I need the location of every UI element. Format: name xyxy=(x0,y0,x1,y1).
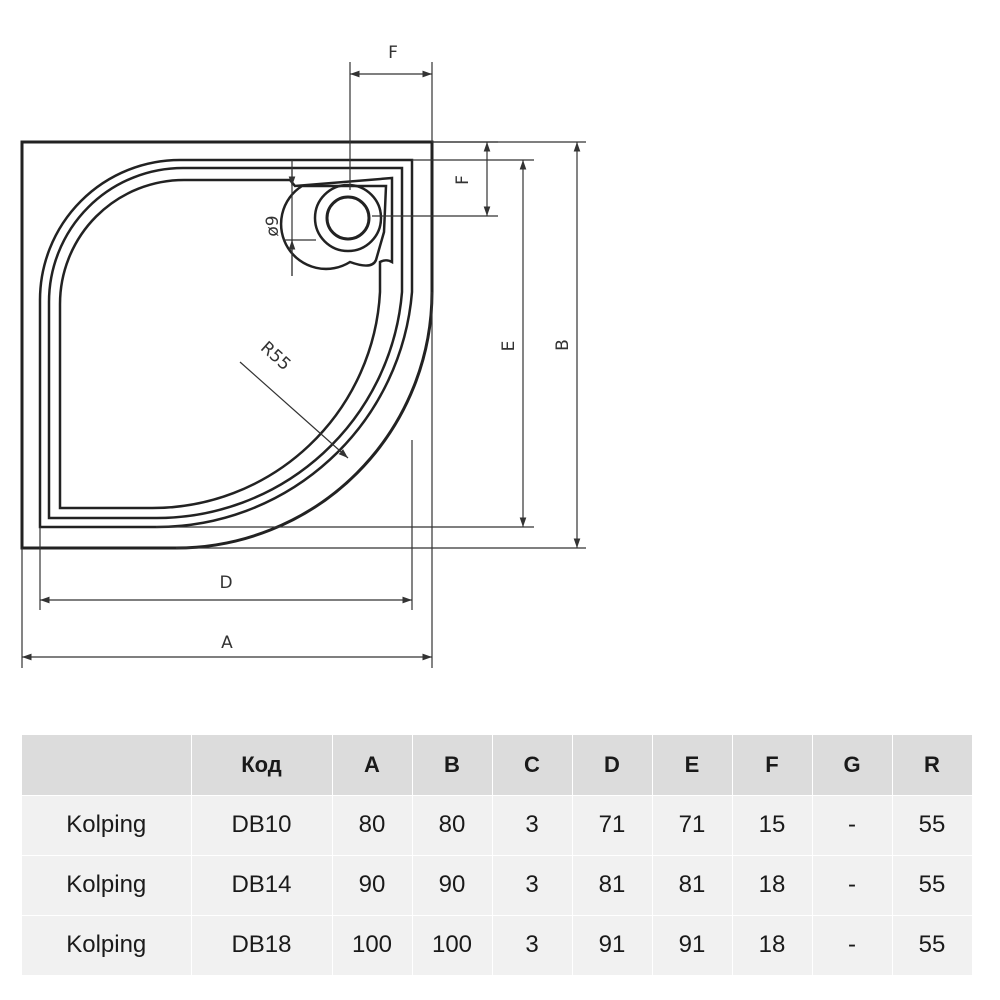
table-cell: 3 xyxy=(492,795,573,855)
table-cell: 81 xyxy=(572,855,653,915)
table-cell: 15 xyxy=(732,795,813,855)
table-cell: 55 xyxy=(892,795,973,855)
a-label: A xyxy=(221,633,233,653)
drain-recess xyxy=(279,184,388,271)
table-cell: 80 xyxy=(412,795,493,855)
table-cell: Kolping xyxy=(22,915,192,975)
table-cell: 18 xyxy=(732,915,813,975)
f-top-label: F xyxy=(388,43,398,63)
table-cell: 55 xyxy=(892,915,973,975)
table-cell: 3 xyxy=(492,915,573,975)
table-cell: - xyxy=(812,855,893,915)
table-cell: 100 xyxy=(332,915,413,975)
e-column-header: E xyxy=(652,735,733,795)
table-cell: 91 xyxy=(652,915,733,975)
model-column-header xyxy=(22,735,192,795)
tray-outer-outline xyxy=(20,140,434,550)
table-cell: 90 xyxy=(412,855,493,915)
drain-diameter-label: ø9 xyxy=(263,215,283,236)
table-cell: 90 xyxy=(332,855,413,915)
basin-outline-middle xyxy=(47,166,404,520)
radius-label: R55 xyxy=(256,338,294,375)
a-column-header: A xyxy=(332,735,413,795)
d-label: D xyxy=(219,573,232,593)
table-cell: 100 xyxy=(412,915,493,975)
table-cell: DB10 xyxy=(191,795,333,855)
r-column-header: R xyxy=(892,735,973,795)
table-cell: DB18 xyxy=(191,915,333,975)
b-column-header: B xyxy=(412,735,493,795)
table-cell: 71 xyxy=(652,795,733,855)
d-column-header: D xyxy=(572,735,653,795)
table-cell: 80 xyxy=(332,795,413,855)
table-cell: 18 xyxy=(732,855,813,915)
table-cell: Kolping xyxy=(22,795,192,855)
f-right-label: F xyxy=(453,175,473,185)
table-cell: DB14 xyxy=(191,855,333,915)
table-cell: Kolping xyxy=(22,855,192,915)
e-label: E xyxy=(499,341,519,352)
table-cell: 3 xyxy=(492,855,573,915)
g-column-header: G xyxy=(812,735,893,795)
c-column-header: C xyxy=(492,735,573,795)
table-cell: - xyxy=(812,915,893,975)
drain-hole xyxy=(325,195,371,241)
table-cell: - xyxy=(812,795,893,855)
radius-dim-line xyxy=(239,361,349,459)
f-column-header: F xyxy=(732,735,813,795)
table-cell: 81 xyxy=(652,855,733,915)
basin-outline-inner xyxy=(58,176,394,510)
drain-outer-ring xyxy=(313,183,383,253)
table-cell: 91 xyxy=(572,915,653,975)
b-label: B xyxy=(553,339,573,351)
table-cell: 55 xyxy=(892,855,973,915)
table-cell: 71 xyxy=(572,795,653,855)
shower-tray-drawing: ø9 R55 F F E B D A xyxy=(20,43,586,668)
code-column-header: Код xyxy=(191,735,333,795)
